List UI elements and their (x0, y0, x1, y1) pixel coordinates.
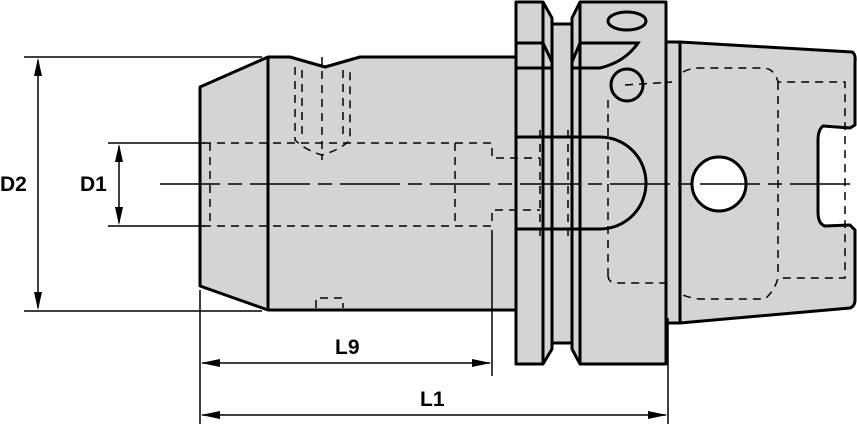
dimension-l9: L9 (199, 230, 493, 424)
d2-label: D2 (0, 173, 27, 196)
hidden-lines (203, 57, 846, 308)
dimension-d1: D1 (80, 142, 205, 227)
flange-body (514, 0, 668, 366)
d1-label: D1 (80, 173, 107, 196)
l9-label: L9 (335, 336, 360, 359)
l1-label: L1 (420, 388, 445, 411)
taper-body (663, 40, 857, 325)
dimension-l1: L1 (201, 318, 669, 424)
dimension-d2: D2 (0, 56, 262, 312)
